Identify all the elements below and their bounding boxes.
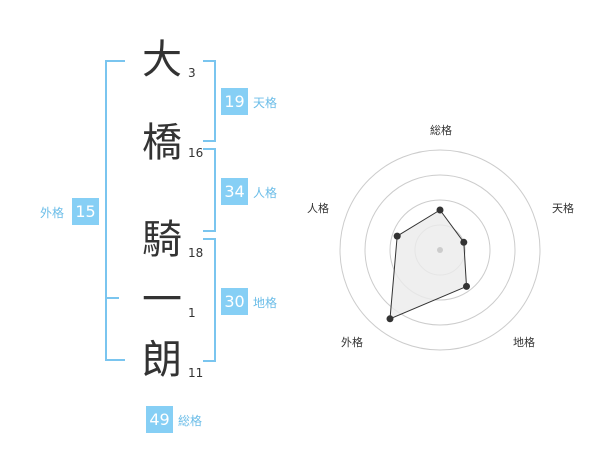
radar-center-dot: [437, 247, 443, 253]
gaikaku-value-badge: 15: [72, 198, 99, 225]
soukaku-value-badge: 49: [146, 406, 173, 433]
jinkaku-value-badge: 34: [221, 178, 248, 205]
stroke-count-4: 1: [188, 306, 196, 320]
radar-shape: [389, 209, 468, 320]
jinkaku-label: 人格: [253, 186, 278, 200]
radar-point-1: [436, 206, 444, 214]
name-char-1: 大: [142, 37, 182, 83]
tenkaku-value-badge: 19: [221, 88, 248, 115]
bracket-gaikaku-divider: [105, 297, 119, 299]
bracket-jinkaku: [203, 148, 216, 232]
chikaku-label: 地格: [253, 296, 278, 310]
radar-point-5: [393, 232, 401, 240]
chikaku-value-badge: 30: [221, 288, 248, 315]
radar-ring-2: [364, 174, 516, 326]
radar-axis-label-jinkaku: 人格: [307, 201, 329, 215]
tenkaku-label: 天格: [253, 96, 278, 110]
radar-ring-1: [339, 149, 541, 351]
radar-axis-label-tenkaku: 天格: [552, 201, 574, 215]
bracket-gaikaku: [105, 60, 125, 361]
stroke-count-3: 18: [188, 246, 204, 260]
radar-ring-3: [389, 199, 491, 301]
stroke-count-5: 11: [188, 366, 204, 380]
name-char-3: 騎: [142, 217, 182, 263]
radar-axis-label-chikaku: 地格: [513, 335, 535, 349]
bracket-chikaku: [203, 238, 216, 362]
bracket-tenkaku: [203, 60, 216, 142]
radar-point-3: [463, 282, 470, 290]
name-char-2: 橋: [142, 120, 182, 166]
name-char-4: 一: [142, 277, 182, 323]
radar-point-2: [460, 238, 468, 246]
stroke-count-2: 16: [188, 146, 204, 160]
name-char-5: 朗: [142, 337, 182, 383]
radar-axis-label-soukaku: 総格: [430, 123, 452, 137]
radar-point-4: [386, 315, 394, 323]
stroke-count-1: 3: [188, 66, 196, 80]
soukaku-label: 総格: [178, 414, 203, 428]
gaikaku-label: 外格: [40, 206, 65, 220]
radar-axis-label-gaikaku: 外格: [341, 335, 363, 349]
